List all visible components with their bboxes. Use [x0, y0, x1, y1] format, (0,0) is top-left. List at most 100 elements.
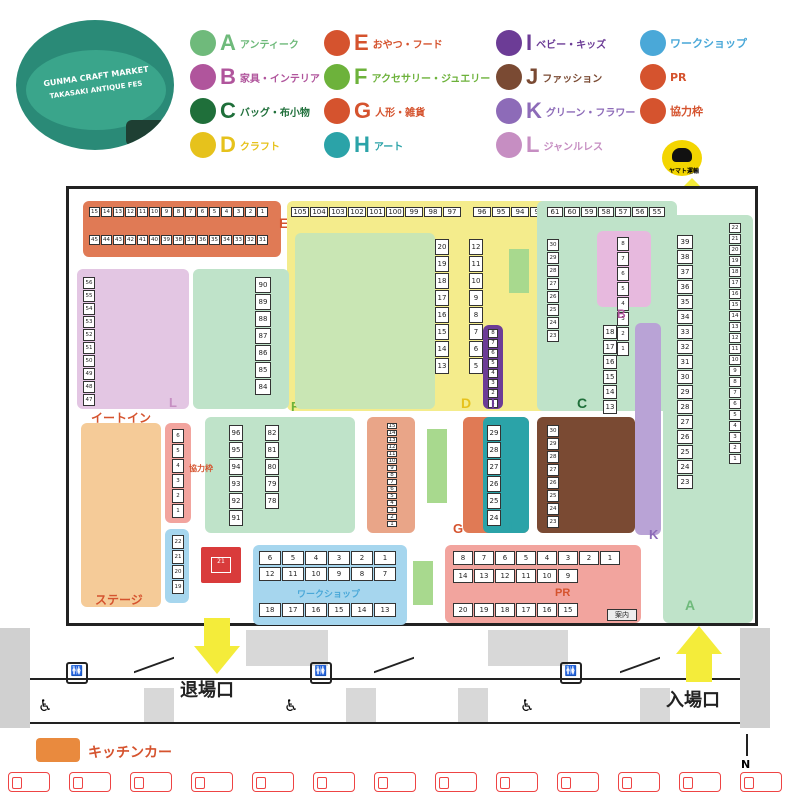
stall[interactable]: 7 — [469, 324, 483, 340]
stall[interactable]: 21 — [172, 550, 184, 564]
stall[interactable]: 37 — [185, 235, 196, 245]
stall[interactable]: 7 — [488, 339, 498, 348]
stall[interactable]: 101 — [367, 207, 385, 217]
stall[interactable]: 4 — [617, 297, 629, 311]
stall[interactable]: 33 — [677, 325, 693, 339]
stall[interactable]: 9 — [161, 207, 172, 217]
stall[interactable]: 2 — [579, 551, 599, 565]
stall[interactable]: 9 — [469, 290, 483, 306]
stall[interactable]: 32 — [677, 340, 693, 354]
stall[interactable]: 9 — [328, 567, 350, 581]
stall[interactable]: 25 — [547, 490, 559, 502]
stall[interactable]: 9 — [729, 366, 741, 376]
stall[interactable]: 22 — [172, 535, 184, 549]
stall[interactable]: 7 — [729, 388, 741, 398]
stall[interactable]: 35 — [677, 295, 693, 309]
stall[interactable]: 48 — [83, 381, 95, 393]
stall[interactable]: 11 — [729, 344, 741, 354]
stall[interactable]: 96 — [473, 207, 491, 217]
stall[interactable]: 5 — [172, 444, 184, 458]
stall[interactable]: 2 — [245, 207, 256, 217]
stall[interactable]: 15 — [558, 603, 578, 617]
stall[interactable]: 6 — [469, 341, 483, 357]
stall[interactable]: 19 — [474, 603, 494, 617]
stall[interactable]: 4 — [729, 421, 741, 431]
stall[interactable]: 29 — [547, 252, 559, 264]
stall[interactable]: 4 — [221, 207, 232, 217]
stall[interactable]: 12 — [495, 569, 515, 583]
stall[interactable]: 102 — [348, 207, 366, 217]
stall[interactable]: 30 — [547, 425, 559, 437]
stall[interactable]: 8 — [469, 307, 483, 323]
stall[interactable]: 61 — [547, 207, 563, 217]
stall[interactable]: 26 — [547, 291, 559, 303]
stall[interactable]: 4 — [537, 551, 557, 565]
stall[interactable]: 60 — [564, 207, 580, 217]
stall[interactable]: 26 — [677, 430, 693, 444]
stall[interactable]: 18 — [435, 273, 449, 289]
stall[interactable]: 50 — [83, 355, 95, 367]
stall[interactable]: 13 — [603, 400, 617, 414]
stall[interactable]: 23 — [677, 475, 693, 489]
stall[interactable]: 52 — [83, 329, 95, 341]
stall[interactable]: 15 — [89, 207, 100, 217]
stall[interactable]: 10 — [305, 567, 327, 581]
stall[interactable]: 25 — [677, 445, 693, 459]
stall[interactable]: 84 — [255, 379, 271, 395]
stall[interactable]: 27 — [547, 278, 559, 290]
stall[interactable]: 3 — [488, 379, 498, 388]
stall[interactable]: 21 — [729, 234, 741, 244]
stall[interactable]: 4 — [172, 459, 184, 473]
stall[interactable]: 9 — [387, 465, 397, 471]
stall[interactable]: 1 — [172, 504, 184, 518]
stall[interactable]: 55 — [649, 207, 665, 217]
stall[interactable]: 12 — [387, 444, 397, 450]
stall[interactable]: 14 — [729, 311, 741, 321]
stall[interactable]: 34 — [677, 310, 693, 324]
stall[interactable]: 20 — [729, 245, 741, 255]
stall[interactable]: 94 — [511, 207, 529, 217]
stall[interactable]: 6 — [259, 551, 281, 565]
stall[interactable]: 85 — [255, 362, 271, 378]
stall[interactable]: 15 — [328, 603, 350, 617]
stall[interactable]: 12 — [469, 239, 483, 255]
stall[interactable]: 14 — [101, 207, 112, 217]
stall[interactable]: 1 — [488, 399, 498, 408]
stall[interactable]: 59 — [581, 207, 597, 217]
stall[interactable]: 18 — [603, 325, 617, 339]
stall[interactable]: 5 — [469, 358, 483, 374]
stall[interactable]: 22 — [729, 223, 741, 233]
stall[interactable]: 95 — [229, 442, 243, 458]
stall[interactable]: 42 — [125, 235, 136, 245]
stall[interactable]: 20 — [435, 239, 449, 255]
stall[interactable]: 90 — [255, 277, 271, 293]
stall[interactable]: 81 — [265, 442, 279, 458]
stall[interactable]: 36 — [197, 235, 208, 245]
stall[interactable]: 16 — [729, 289, 741, 299]
stall[interactable]: 39 — [677, 235, 693, 249]
stall[interactable]: 24 — [547, 317, 559, 329]
stall[interactable]: 11 — [387, 451, 397, 457]
stall[interactable]: 7 — [474, 551, 494, 565]
stall[interactable]: 5 — [282, 551, 304, 565]
stall[interactable]: 26 — [547, 477, 559, 489]
stall[interactable]: 25 — [487, 493, 501, 509]
stall[interactable]: 3 — [233, 207, 244, 217]
stall[interactable]: 34 — [221, 235, 232, 245]
stall[interactable]: 3 — [387, 507, 397, 513]
stall[interactable]: 2 — [351, 551, 373, 565]
stall[interactable]: 4 — [305, 551, 327, 565]
stall[interactable]: 14 — [453, 569, 473, 583]
stall[interactable]: 87 — [255, 328, 271, 344]
stall[interactable]: 14 — [351, 603, 373, 617]
stall[interactable]: 2 — [729, 443, 741, 453]
stall[interactable]: 29 — [677, 385, 693, 399]
stall[interactable]: 17 — [435, 290, 449, 306]
stall[interactable]: 10 — [729, 355, 741, 365]
stall[interactable]: 24 — [487, 510, 501, 526]
stall[interactable]: 1 — [729, 454, 741, 464]
stall[interactable]: 6 — [387, 486, 397, 492]
stall[interactable]: 26 — [487, 476, 501, 492]
stall[interactable]: 13 — [435, 358, 449, 374]
stall[interactable]: 95 — [492, 207, 510, 217]
